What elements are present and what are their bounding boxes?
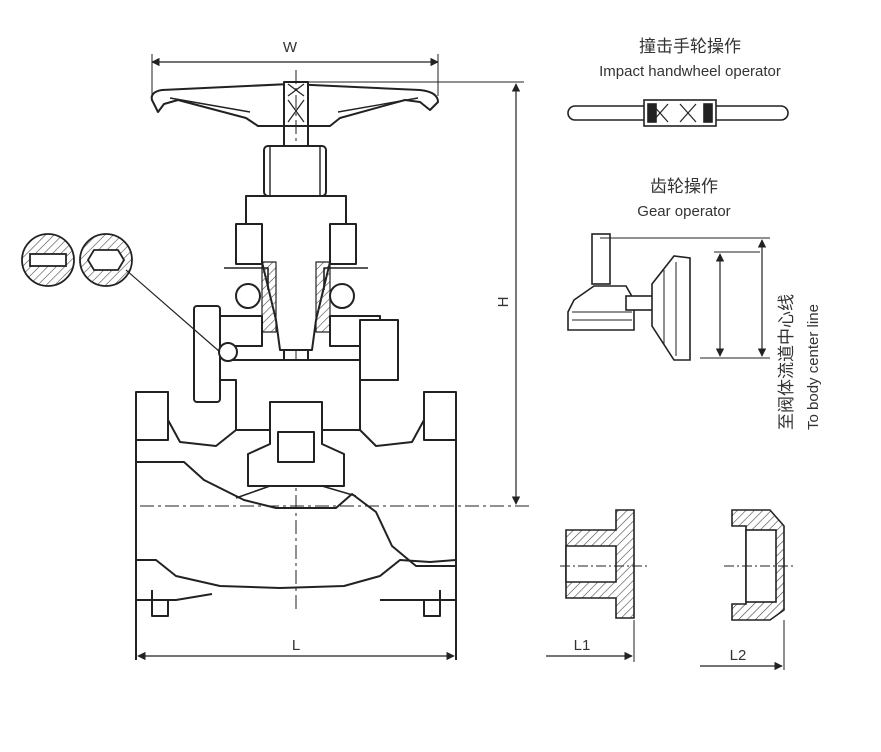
impact-operator-title-en: Impact handwheel operator <box>599 63 781 80</box>
dimension-w-label: W <box>283 39 298 56</box>
impact-handwheel-operator: 撞击手轮操作 Impact handwheel operator <box>567 37 789 127</box>
body-center-line-label-cn: 至阀体流道中心线 <box>777 294 796 430</box>
dimension-h-label: H <box>495 297 512 308</box>
valve-main-view <box>135 70 530 660</box>
socket-weld-end-detail: L2 <box>700 509 796 671</box>
dimension-h: H <box>308 81 524 505</box>
dimension-l: L <box>137 637 455 661</box>
impact-operator-title-cn: 撞击手轮操作 <box>639 37 741 56</box>
disc <box>247 401 345 487</box>
flange-end-detail: L1 <box>546 509 650 662</box>
dimension-w: W <box>151 39 439 96</box>
body-center-line-label: 至阀体流道中心线 To body center line <box>777 294 822 430</box>
dimension-l1-label: L1 <box>574 637 591 654</box>
gland-bolts <box>224 223 368 309</box>
bonnet <box>193 305 399 431</box>
dimension-l2-label: L2 <box>730 647 747 664</box>
gear-operator-title-en: Gear operator <box>637 203 730 220</box>
gear-operator-title-cn: 齿轮操作 <box>650 177 718 196</box>
handwheel <box>150 81 439 127</box>
body-center-line-label-en: To body center line <box>805 304 822 430</box>
thread-detail <box>21 233 221 353</box>
yoke <box>245 145 347 351</box>
dimension-l-label: L <box>292 637 300 654</box>
gear-operator: 齿轮操作 Gear operator <box>567 177 770 361</box>
valve-body <box>135 390 457 660</box>
